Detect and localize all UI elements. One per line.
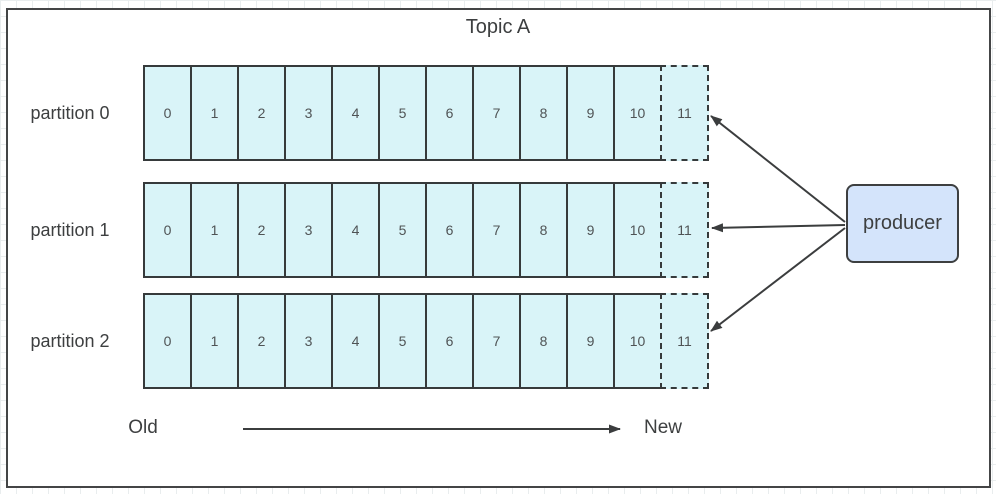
log-cell: 0 xyxy=(143,65,190,161)
log-cell: 2 xyxy=(237,293,284,389)
log-cell: 9 xyxy=(566,65,613,161)
log-cell: 3 xyxy=(284,65,331,161)
partition-row-1: partition 1 0 1 2 3 4 5 6 7 8 9 10 11 xyxy=(0,182,996,278)
new-end-label: New xyxy=(643,417,682,438)
log-cell: 3 xyxy=(284,293,331,389)
log-cell-next: 11 xyxy=(660,65,709,161)
log-cell: 4 xyxy=(331,65,378,161)
log-cell: 5 xyxy=(378,65,425,161)
log-cell: 6 xyxy=(425,293,472,389)
partition-0-log: 0 1 2 3 4 5 6 7 8 9 10 11 xyxy=(143,65,709,161)
log-cell: 6 xyxy=(425,65,472,161)
log-cell: 9 xyxy=(566,182,613,278)
log-cell: 2 xyxy=(237,65,284,161)
log-cell: 5 xyxy=(378,293,425,389)
log-cell: 5 xyxy=(378,182,425,278)
log-cell: 10 xyxy=(613,293,660,389)
partition-1-log: 0 1 2 3 4 5 6 7 8 9 10 11 xyxy=(143,182,709,278)
log-cell: 0 xyxy=(143,293,190,389)
log-cell: 7 xyxy=(472,182,519,278)
log-cell: 10 xyxy=(613,65,660,161)
log-cell: 0 xyxy=(143,182,190,278)
log-cell: 1 xyxy=(190,65,237,161)
log-cell: 3 xyxy=(284,182,331,278)
log-cell: 6 xyxy=(425,182,472,278)
partition-row-0: partition 0 0 1 2 3 4 5 6 7 8 9 10 11 xyxy=(0,65,996,161)
log-cell: 1 xyxy=(190,182,237,278)
log-cell: 4 xyxy=(331,182,378,278)
partition-row-2: partition 2 0 1 2 3 4 5 6 7 8 9 10 11 xyxy=(0,293,996,389)
topic-title: Topic A xyxy=(465,16,531,38)
log-cell: 10 xyxy=(613,182,660,278)
log-cell: 8 xyxy=(519,65,566,161)
log-cell: 1 xyxy=(190,293,237,389)
log-cell: 2 xyxy=(237,182,284,278)
log-cell: 4 xyxy=(331,293,378,389)
partition-2-label: partition 2 xyxy=(30,330,110,351)
log-cell: 8 xyxy=(519,182,566,278)
log-cell: 7 xyxy=(472,65,519,161)
log-cell: 8 xyxy=(519,293,566,389)
producer-node: producer xyxy=(846,184,959,263)
log-cell: 9 xyxy=(566,293,613,389)
partition-2-log: 0 1 2 3 4 5 6 7 8 9 10 11 xyxy=(143,293,709,389)
partition-1-label: partition 1 xyxy=(30,219,110,240)
log-cell-next: 11 xyxy=(660,182,709,278)
partition-0-label: partition 0 xyxy=(30,102,110,123)
log-cell-next: 11 xyxy=(660,293,709,389)
old-end-label: Old xyxy=(128,417,158,438)
log-cell: 7 xyxy=(472,293,519,389)
